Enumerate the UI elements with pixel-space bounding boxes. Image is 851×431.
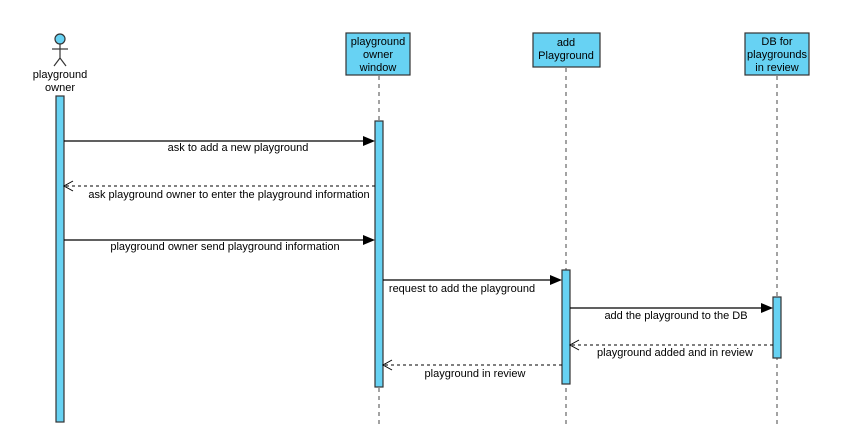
actor-right-leg xyxy=(59,57,67,67)
message-5-arrowhead xyxy=(761,303,773,313)
activation-db xyxy=(772,296,782,359)
activation-owner xyxy=(55,95,65,423)
message-6: playground added and in review xyxy=(568,339,773,359)
actor-label-line-1: playground xyxy=(33,69,87,81)
message-4-label: request to add the playground xyxy=(389,283,535,295)
message-1: ask to add a new playground xyxy=(64,136,375,154)
message-7: playground in review xyxy=(381,359,562,380)
participant-add-label-2: Playground xyxy=(538,50,594,62)
participant-add: add Playground xyxy=(532,32,601,68)
message-4: request to add the playground xyxy=(383,275,562,295)
participant-window-label-3: window xyxy=(359,62,397,74)
message-2: ask playground owner to enter the playgr… xyxy=(62,180,375,201)
message-6-arrowhead xyxy=(568,339,580,351)
message-3-arrowhead xyxy=(363,235,375,245)
participant-window-label-1: playground xyxy=(351,36,405,48)
actor-head xyxy=(54,33,66,45)
actor-owner: playground owner xyxy=(33,33,87,94)
participant-db-label-1: DB for xyxy=(761,36,793,48)
participant-db: DB for playgrounds in review xyxy=(744,32,810,76)
message-1-label: ask to add a new playground xyxy=(168,142,309,154)
activation-window xyxy=(374,120,384,388)
participant-db-label-3: in review xyxy=(755,62,798,74)
participant-db-box xyxy=(744,32,810,76)
actor-label-line-2: owner xyxy=(45,82,75,94)
message-5: add the playground to the DB xyxy=(570,303,773,322)
message-2-arrowhead xyxy=(62,180,74,192)
participant-db-label-2: playgrounds xyxy=(747,49,807,61)
message-3-label: playground owner send playground informa… xyxy=(110,241,339,253)
activation-add xyxy=(561,269,571,385)
participant-window-label-2: owner xyxy=(363,49,393,61)
message-2-label: ask playground owner to enter the playgr… xyxy=(88,189,369,201)
participant-window-box xyxy=(345,32,411,76)
participant-add-box xyxy=(532,32,601,68)
message-6-label: playground added and in review xyxy=(597,347,753,359)
message-5-label: add the playground to the DB xyxy=(604,310,747,322)
message-7-label: playground in review xyxy=(425,368,526,380)
message-1-arrowhead xyxy=(363,136,375,146)
message-4-arrowhead xyxy=(550,275,562,285)
actor-left-leg xyxy=(53,57,61,67)
participant-window: playground owner window xyxy=(345,32,411,76)
participant-add-label-1: add xyxy=(557,37,575,49)
message-7-arrowhead xyxy=(381,359,393,371)
message-3: playground owner send playground informa… xyxy=(64,235,375,253)
